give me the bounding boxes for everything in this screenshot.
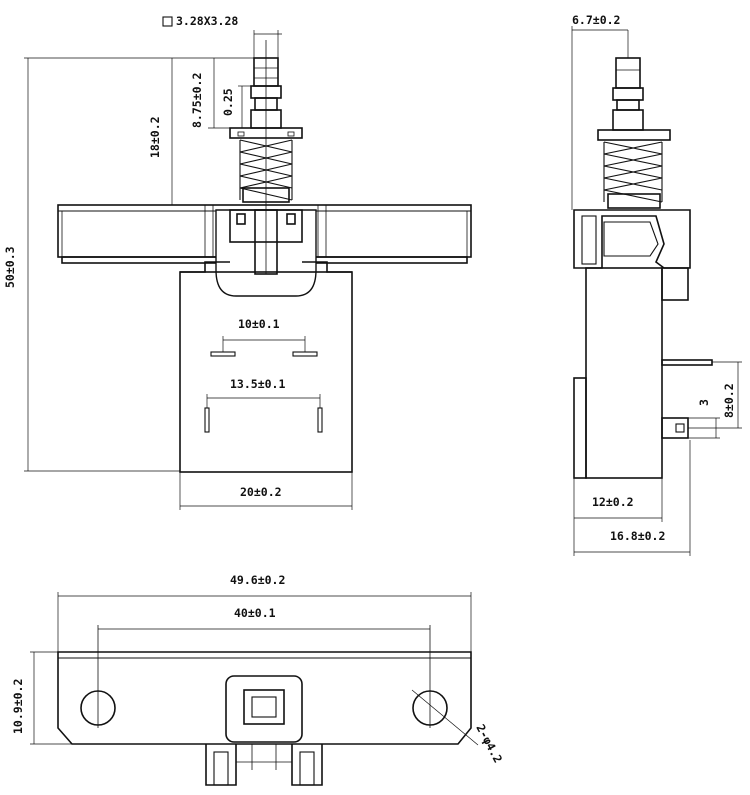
- terminal-slot-2: [292, 351, 318, 357]
- front-dimensions: 3.28X3.28 50±0.3 18±0.2 8.75±0.2 0.25 10…: [3, 14, 353, 510]
- dim-total-height: 50±0.3: [3, 246, 17, 288]
- dim-side-16-8: 16.8±0.2: [610, 529, 665, 543]
- side-spring: [603, 141, 663, 203]
- terminal-slot-4: [317, 407, 323, 433]
- bottom-button-housing: [225, 675, 303, 743]
- side-view: [573, 57, 713, 479]
- front-view: [57, 40, 472, 473]
- side-terminal-1: [661, 359, 713, 366]
- dim-side-pin-8: 8±0.2: [722, 383, 736, 418]
- side-mounting-clip: [573, 209, 691, 269]
- dim-bottom-width: 49.6±0.2: [230, 573, 285, 587]
- dim-pin-spacing-13-5: 13.5±0.1: [230, 377, 285, 391]
- square-symbol: [162, 16, 173, 27]
- front-spring: [239, 139, 293, 201]
- bottom-view: [57, 625, 472, 786]
- dim-stroke: 8.75±0.2: [190, 73, 204, 128]
- terminal-slot-3: [204, 407, 210, 433]
- side-plunger-cap: [615, 57, 641, 89]
- dim-hole-diameter: 2-φ4.2: [473, 722, 505, 765]
- bottom-dimensions: 49.6±0.2 40±0.1 10.9±0.2 2-φ4.2: [11, 573, 505, 765]
- side-dimensions: 6.7±0.2 8±0.2 3 12±0.2 16.8±0.2: [571, 13, 742, 556]
- dim-side-width: 6.7±0.2: [572, 13, 620, 27]
- dim-height-18: 18±0.2: [148, 116, 162, 158]
- dim-travel: 0.25: [221, 88, 235, 116]
- dim-side-pin-3: 3: [697, 399, 711, 406]
- bottom-plate: [57, 651, 472, 745]
- side-switch-body: [585, 267, 663, 479]
- bottom-button: [243, 689, 285, 725]
- terminal-slot-1: [210, 351, 236, 357]
- front-switch-body: [179, 271, 353, 473]
- dim-button-cap: 3.28X3.28: [176, 14, 238, 28]
- front-spring-plate: [229, 127, 303, 139]
- dim-pin-spacing-10: 10±0.1: [238, 317, 280, 331]
- dim-bottom-height: 10.9±0.2: [11, 679, 25, 734]
- dim-side-12: 12±0.2: [592, 495, 634, 509]
- dim-hole-spacing: 40±0.1: [234, 606, 276, 620]
- dim-body-width: 20±0.2: [240, 485, 282, 499]
